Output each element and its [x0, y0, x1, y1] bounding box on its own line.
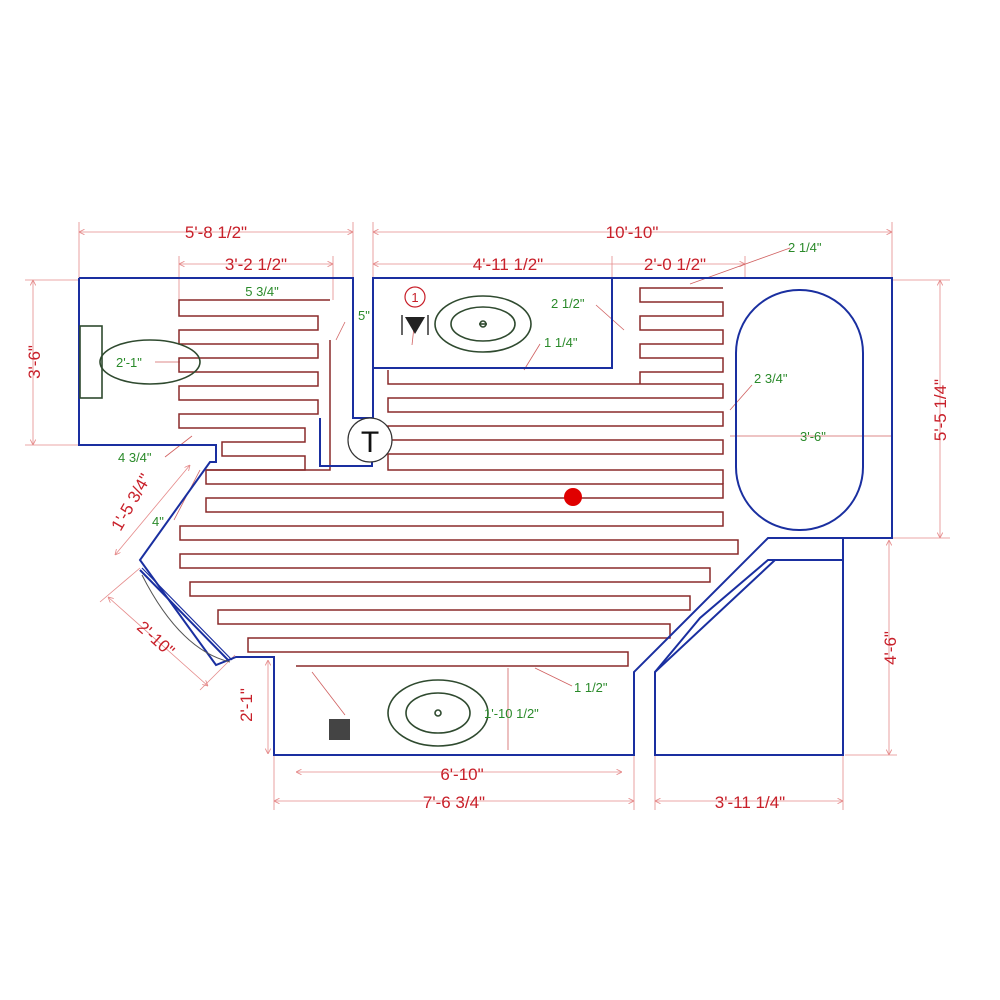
dimension-lines — [25, 222, 950, 810]
thermostat-icon: T — [347, 417, 393, 463]
dim-bottom-inner: 6'-10" — [440, 765, 483, 784]
lower-right-cabinet — [654, 559, 844, 756]
offset-1-1-2: 1 1/2" — [574, 680, 608, 695]
dim-lower-left-height: 2'-1" — [237, 688, 256, 722]
sensor-number: 1 — [411, 290, 418, 305]
door-swing-icon — [141, 567, 233, 663]
floor-sensor-icon: 1 — [401, 286, 429, 335]
offset-2-1-4: 2 1/4" — [788, 240, 822, 255]
leader-lines — [155, 247, 892, 750]
offset-4: 4" — [152, 514, 164, 529]
walls — [78, 277, 893, 756]
offset-2-3-4: 2 3/4" — [754, 371, 788, 386]
hotspot-marker — [564, 488, 582, 506]
offset-1-1-4: 1 1/4" — [544, 335, 578, 350]
offset-5: 5" — [358, 308, 370, 323]
heating-cable — [178, 287, 739, 667]
dim-bottom-total: 7'-6 3/4" — [423, 793, 485, 812]
offset-1-10-1-2: 1'-10 1/2" — [484, 706, 539, 721]
door-opening — [139, 569, 229, 661]
thermostat-label: T — [361, 426, 379, 459]
offset-4-3-4: 4 3/4" — [118, 450, 152, 465]
cable-run-upper-right — [387, 370, 724, 484]
cable-run-left-room — [178, 299, 330, 471]
cable-run-main-room — [179, 340, 739, 667]
dim-left-room-width: 5'-8 1/2" — [185, 223, 247, 242]
sink-icon — [434, 295, 532, 353]
dim-vanity-width: 4'-11 1/2" — [473, 255, 543, 274]
outlet-icon — [329, 719, 350, 740]
dim-lower-right-height: 4'-6" — [881, 631, 900, 665]
wall-outline — [78, 277, 893, 756]
dim-door-width: 2'-10" — [133, 617, 178, 660]
cable-run-alcove — [639, 287, 724, 384]
offset-2-1-2: 2 1/2" — [551, 296, 585, 311]
dim-right-height: 5'-5 1/4" — [931, 379, 950, 441]
offset-2-1: 2'-1" — [116, 355, 142, 370]
dim-left-height: 3'-6" — [25, 345, 44, 379]
offset-5-3-4: 5 3/4" — [245, 284, 279, 299]
dim-bottom-right: 3'-11 1/4" — [715, 793, 785, 812]
dim-left-inner-width: 3'-2 1/2" — [225, 255, 287, 274]
sink-icon — [387, 679, 489, 747]
bathtub-icon — [735, 289, 864, 531]
dim-vanity-gap: 2'-0 1/2" — [644, 255, 706, 274]
offset-3-6: 3'-6" — [800, 429, 826, 444]
offset-labels: 5 3/4" 5" 2'-1" 4 3/4" 4" 2 1/4" 2 1/2" … — [116, 240, 826, 721]
dim-total-width: 10'-10" — [606, 223, 659, 242]
dim-angled-wall: 1'-5 3/4" — [107, 471, 155, 534]
toilet-icon — [79, 325, 201, 399]
vanity-counter-top — [373, 278, 613, 369]
